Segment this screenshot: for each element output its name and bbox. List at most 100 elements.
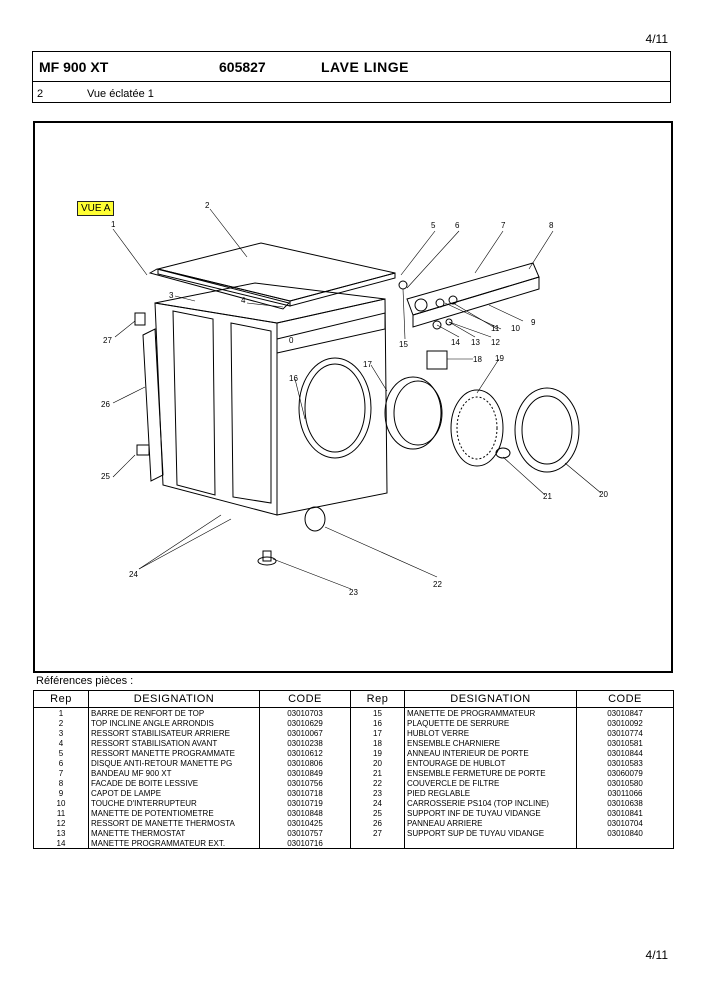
cell-code: 03010612 — [259, 748, 351, 758]
cell-code: 03010703 — [259, 707, 351, 718]
cell-code: 03010704 — [576, 818, 674, 828]
document-header: MF 900 XT 605827 LAVE LINGE 2 Vue éclaté… — [32, 51, 671, 103]
cell-code: 03010848 — [259, 808, 351, 818]
programmer-knob-shape — [414, 298, 428, 312]
window-glass — [384, 376, 442, 450]
cell-designation: ANNEAU INTERIEUR DE PORTE — [404, 748, 577, 758]
cell-rep: 14 — [33, 838, 89, 849]
body-front-face — [276, 298, 388, 516]
cell-code: 03060079 — [576, 768, 674, 778]
foot-stem — [262, 550, 272, 562]
cell-designation: HUBLOT VERRE — [404, 728, 577, 738]
cell-rep: 15 — [350, 707, 405, 718]
cell-rep: 19 — [350, 748, 405, 758]
filter-cover-shape — [304, 506, 326, 532]
model-name: MF 900 XT — [39, 59, 109, 75]
cell-code: 03010806 — [259, 758, 351, 768]
cell-designation: PLAQUETTE DE SERRURE — [404, 718, 577, 728]
references-title: Références pièces : — [36, 675, 134, 687]
col-rep-right: Rep — [350, 690, 405, 708]
foot-shape — [257, 556, 277, 566]
cell-code: 03010583 — [576, 758, 674, 768]
cell-code: 03010840 — [576, 828, 674, 838]
cell-rep: 12 — [33, 818, 89, 828]
vue-a-label: VUE A — [77, 201, 115, 216]
cell-code: 03010067 — [259, 728, 351, 738]
cell-code: 03010774 — [576, 728, 674, 738]
cell-designation: MANETTE DE POTENTIOMETRE — [88, 808, 260, 818]
top-bar-shape — [148, 268, 290, 310]
cell-code: 03010718 — [259, 788, 351, 798]
cell-rep: 18 — [350, 738, 405, 748]
side-panel-right — [230, 322, 272, 504]
inner-ring-dash — [456, 396, 498, 460]
cell-code: 03010849 — [259, 768, 351, 778]
cell-rep: 1 — [33, 707, 89, 718]
cell-code: 03010847 — [576, 707, 674, 718]
cell-designation: RESSORT STABILISATION AVANT — [88, 738, 260, 748]
knob-14-shape — [432, 320, 442, 330]
cell-rep — [350, 838, 405, 849]
cell-designation: RESSORT STABILISATEUR ARRIERE — [88, 728, 260, 738]
cell-designation: MANETTE THERMOSTAT — [88, 828, 260, 838]
cell-rep: 21 — [350, 768, 405, 778]
potentiometer-knob-shape — [448, 295, 458, 305]
cell-designation: CAPOT DE LAMPE — [88, 788, 260, 798]
cell-designation: TOP INCLINE ANGLE ARRONDIS — [88, 718, 260, 728]
parts-table: Rep DESIGNATION CODE Rep DESIGNATION COD… — [33, 690, 674, 849]
door-lock-shape — [495, 447, 511, 459]
door-surround-inner — [521, 395, 573, 465]
cell-code: 03010716 — [259, 838, 351, 849]
cell-rep: 10 — [33, 798, 89, 808]
cell-rep: 22 — [350, 778, 405, 788]
model-code: 605827 — [219, 59, 266, 75]
hinge-shape — [426, 350, 448, 370]
cell-rep: 3 — [33, 728, 89, 738]
cell-rep: 27 — [350, 828, 405, 838]
cell-rep: 11 — [33, 808, 89, 818]
cell-designation: COUVERCLE DE FILTRE — [404, 778, 577, 788]
window-glass-inner — [393, 380, 443, 446]
leader-lines — [112, 208, 602, 590]
thermostat-knob-shape — [435, 298, 445, 308]
cell-rep: 20 — [350, 758, 405, 768]
exploded-view-diagram: VUE A — [33, 121, 673, 673]
col-code-right: CODE — [576, 690, 674, 708]
cell-code: 03010580 — [576, 778, 674, 788]
cell-rep: 4 — [33, 738, 89, 748]
front-strip-shape — [276, 312, 386, 354]
cell-rep: 7 — [33, 768, 89, 778]
cell-designation: FACADE DE BOITE LESSIVE — [88, 778, 260, 788]
cell-rep: 13 — [33, 828, 89, 838]
knob-13-shape — [445, 318, 453, 326]
cell-code: 03010629 — [259, 718, 351, 728]
cell-code: 03010757 — [259, 828, 351, 838]
cell-code: 03010092 — [576, 718, 674, 728]
door-opening-inner — [304, 363, 366, 453]
page-number-top: 4/11 — [645, 32, 668, 46]
cell-code: 03010425 — [259, 818, 351, 828]
knob-15-shape — [398, 280, 408, 290]
cell-rep: 16 — [350, 718, 405, 728]
cell-code: 03010238 — [259, 738, 351, 748]
cell-designation: ENSEMBLE FERMETURE DE PORTE — [404, 768, 577, 778]
parts-table-header: Rep DESIGNATION CODE Rep DESIGNATION COD… — [33, 690, 674, 708]
cell-code — [576, 838, 674, 849]
cell-designation: BARRE DE RENFORT DE TOP — [88, 707, 260, 718]
cell-designation: DISQUE ANTI-RETOUR MANETTE PG — [88, 758, 260, 768]
washing-machine-drawing — [112, 208, 602, 590]
control-panel-front — [412, 276, 540, 328]
product-type: LAVE LINGE — [321, 59, 409, 75]
